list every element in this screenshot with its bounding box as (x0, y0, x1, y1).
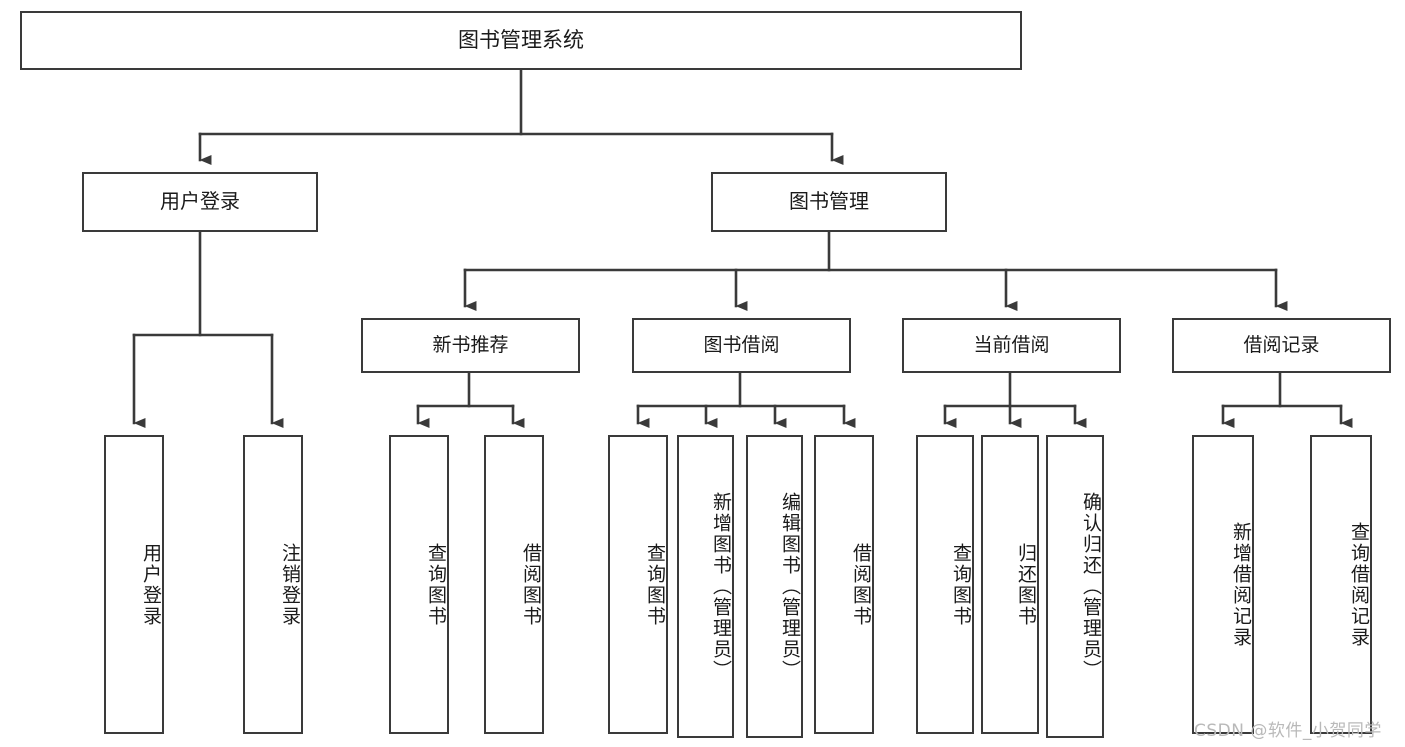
node-leaf-confirm-return-label: 确认归还（管理员） (1080, 492, 1102, 681)
node-leaf-logout[interactable]: 注销登录 (243, 435, 303, 734)
node-leaf-user-login[interactable]: 用户登录 (104, 435, 164, 734)
node-root-label: 图书管理系统 (458, 28, 584, 53)
node-current-borrow[interactable]: 当前借阅 (902, 318, 1121, 373)
node-leaf-return-book-label: 归还图书 (1015, 542, 1037, 627)
node-borrow-record-label: 借阅记录 (1243, 334, 1320, 357)
node-book-manage-label: 图书管理 (789, 189, 869, 214)
node-leaf-borrow-book-1-label: 借阅图书 (520, 542, 542, 627)
node-leaf-query-book-3-label: 查询图书 (950, 542, 972, 627)
node-leaf-return-book[interactable]: 归还图书 (981, 435, 1039, 734)
node-book-borrow[interactable]: 图书借阅 (632, 318, 851, 373)
node-root[interactable]: 图书管理系统 (20, 11, 1022, 70)
node-leaf-user-login-label: 用户登录 (140, 542, 162, 627)
node-leaf-add-book[interactable]: 新增图书（管理员） (677, 435, 734, 738)
node-leaf-logout-label: 注销登录 (279, 542, 301, 627)
node-leaf-query-record-label: 查询借阅记录 (1348, 521, 1370, 648)
node-leaf-add-book-label: 新增图书（管理员） (710, 492, 732, 681)
node-leaf-borrow-book-2-label: 借阅图书 (850, 542, 872, 627)
node-book-borrow-label: 图书借阅 (703, 334, 780, 357)
node-user-login-label: 用户登录 (160, 189, 240, 214)
node-leaf-query-book-2-label: 查询图书 (644, 542, 666, 627)
node-leaf-add-record[interactable]: 新增借阅记录 (1192, 435, 1254, 734)
node-leaf-query-book-1-label: 查询图书 (425, 542, 447, 627)
node-book-manage[interactable]: 图书管理 (711, 172, 947, 232)
node-borrow-record[interactable]: 借阅记录 (1172, 318, 1391, 373)
node-leaf-add-record-label: 新增借阅记录 (1230, 521, 1252, 648)
node-user-login[interactable]: 用户登录 (82, 172, 318, 232)
node-leaf-query-record[interactable]: 查询借阅记录 (1310, 435, 1372, 734)
node-leaf-query-book-2[interactable]: 查询图书 (608, 435, 668, 734)
node-leaf-edit-book[interactable]: 编辑图书（管理员） (746, 435, 803, 738)
node-leaf-borrow-book-2[interactable]: 借阅图书 (814, 435, 874, 734)
node-new-book-recommend-label: 新书推荐 (432, 334, 509, 357)
node-leaf-query-book-3[interactable]: 查询图书 (916, 435, 974, 734)
node-leaf-edit-book-label: 编辑图书（管理员） (779, 492, 801, 681)
node-leaf-query-book-1[interactable]: 查询图书 (389, 435, 449, 734)
node-new-book-recommend[interactable]: 新书推荐 (361, 318, 580, 373)
node-current-borrow-label: 当前借阅 (973, 334, 1050, 357)
node-leaf-borrow-book-1[interactable]: 借阅图书 (484, 435, 544, 734)
csdn-watermark: CSDN @软件_小贺同学 (1194, 721, 1382, 741)
node-leaf-confirm-return[interactable]: 确认归还（管理员） (1046, 435, 1104, 738)
